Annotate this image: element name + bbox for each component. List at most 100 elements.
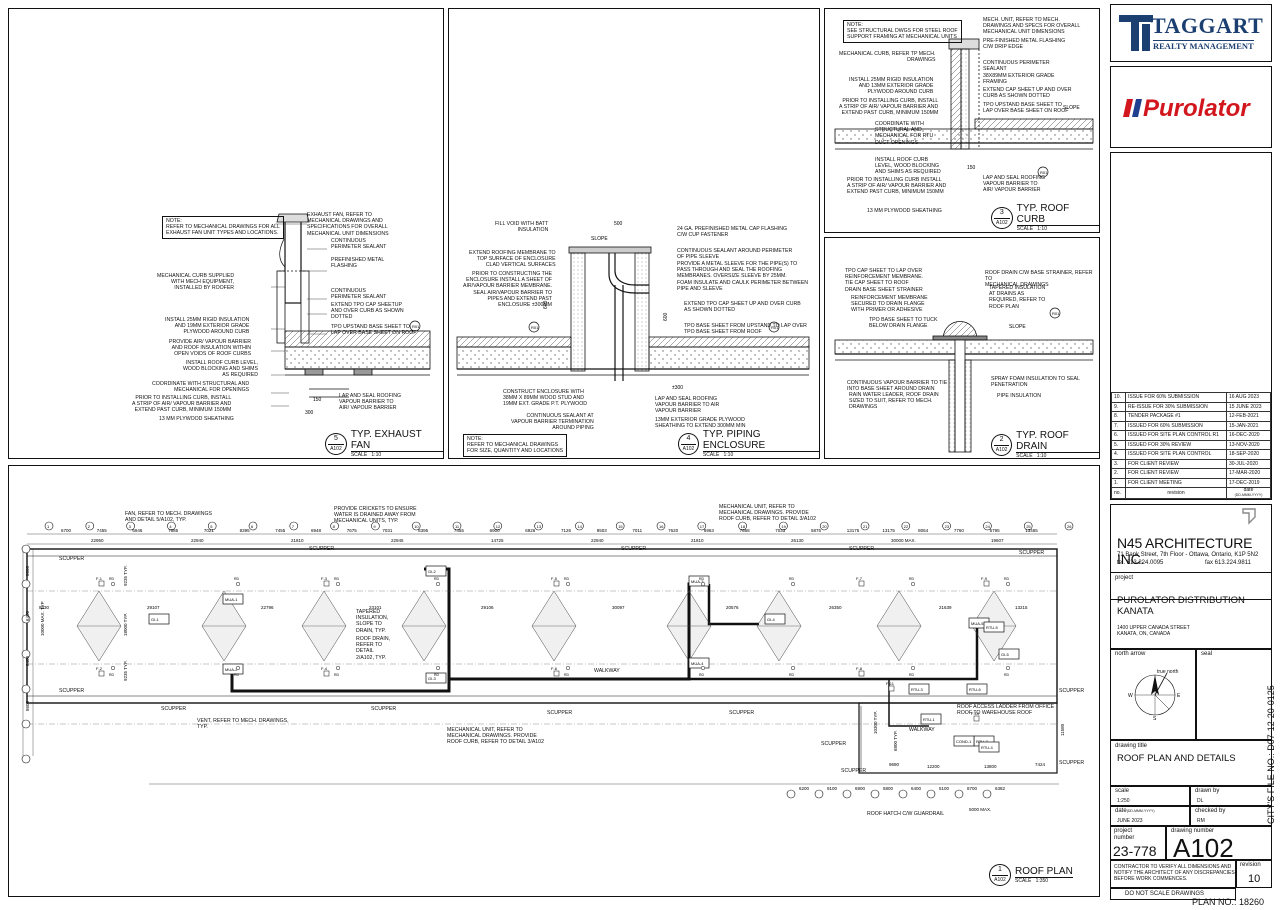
dimension: 23101 (369, 605, 382, 610)
grid-bubble-label: 3 (129, 524, 132, 529)
revision-desc: ISSUED FOR SITE PLAN CONTROL R1 (1125, 430, 1227, 441)
firm-tel: tel. 613.224.0095 (1117, 560, 1164, 566)
roof-drain-label: RD (789, 673, 795, 677)
purolator-mark (1123, 99, 1142, 117)
mech-unit-label: GI-2 (428, 569, 437, 574)
grid-bubble-label: 26 (1067, 524, 1072, 529)
roof-drain-icon (700, 665, 706, 671)
roof-drain-icon (235, 581, 241, 587)
grid-bubble (779, 521, 788, 531)
grid-bubble (21, 544, 31, 554)
dimension: 21810 (291, 538, 304, 543)
grid-bubble-label: 14 (577, 524, 582, 529)
roof-curb-drawing: R01 SLOPE 150 (834, 38, 1094, 178)
grid-bubble (1064, 521, 1074, 531)
fan-icon (553, 670, 560, 677)
firm-address: 71 Bank Street, 7th Floor - Ottawa, Onta… (1117, 552, 1259, 558)
roof-drain-label: RD (909, 577, 915, 581)
dimension: 8700 (967, 786, 978, 791)
revision-no: 7. (1111, 420, 1126, 431)
detail-exhaust-fan: R01 150 300 NOTE: REFER TO MECHANICAL DR… (8, 8, 444, 459)
callout: INSTALL ROOF CURB LEVEL, WOOD BLOCKING A… (183, 360, 258, 379)
revision-date: 13-NOV-2020 (1226, 439, 1271, 450)
revision-desc: FOR CLIENT REVIEW (1125, 458, 1227, 469)
mech-unit (966, 683, 988, 695)
grid-bubble-label: 2 (88, 524, 91, 529)
callout: CONTINUOUS SEALANT AT VAPOUR BARRIER TER… (511, 413, 594, 432)
revision-date: 12-FEB-2021 (1226, 411, 1271, 422)
dimension: 7675 (347, 528, 358, 533)
grid-bubble (738, 521, 747, 531)
fan-icon (323, 670, 330, 677)
callout: MECHANICAL CURB SUPPLIED WITH MECH EQUIP… (157, 273, 235, 292)
mech-unit (148, 613, 170, 625)
grid-bubble (21, 719, 31, 729)
mech-unit-label: RTU-5 (986, 625, 998, 630)
revision-no: 2. (1111, 468, 1126, 479)
revision-no: 5. (1111, 439, 1126, 450)
callout: TPO UPSTAND BASE SHEET TO LAP OVER BASE … (983, 102, 1069, 115)
title-block: TAGGART REALTY MANAGEMENT Purolator 10.I… (1106, 4, 1272, 906)
plan-note-ladder: ROOF ACCESS LADDER FROM OFFICE ROOF TO W… (957, 704, 1055, 717)
svg-text:R01: R01 (412, 324, 420, 329)
dimension: 9235 TYP. (123, 565, 128, 586)
grid-bubble (126, 521, 135, 531)
svg-text:600: 600 (543, 300, 549, 309)
svg-text:300: 300 (305, 410, 314, 416)
grid-bubble (411, 521, 421, 531)
revision-date: 15-JAN-2021 (1226, 420, 1271, 431)
fan-label: F-4 (321, 666, 328, 671)
dimension: 26130 (791, 538, 804, 543)
plan-number: PLAN NO.: 18260 (1192, 897, 1265, 907)
drawing-number: A102 (1173, 833, 1234, 863)
scupper-label: SCUPPER (547, 710, 573, 716)
dimension: 20576 (726, 605, 739, 610)
revision-no: 9. (1111, 401, 1126, 412)
callout: LAP AND SEAL ROOFING VAPOUR BARRIER TO A… (983, 175, 1045, 194)
roof-drain-icon (1005, 581, 1011, 587)
do-not-scale: DO NOT SCALE DRAWINGS (1125, 891, 1205, 897)
revision-no: 10. (1111, 392, 1126, 403)
callout: PRE-FINISHED METAL FLASHING C/W DRIP EDG… (983, 38, 1066, 51)
grid-bubble (786, 789, 796, 799)
fan-icon (858, 580, 865, 587)
plan-note-roof-drain: ROOF DRAIN, REFER TO DETAIL 2/A102, TYP. (356, 636, 391, 661)
grid-bubble (901, 521, 911, 531)
grid-bubble-label: 25 (1026, 524, 1031, 529)
detail-title: TYP. ROOF CURB (1016, 203, 1099, 226)
plan-note-vent: VENT, REFER TO MECH. DRAWINGS, TYP. (197, 718, 289, 731)
grid-bubble-label: 17 (700, 524, 705, 529)
dimension: 6900 (855, 786, 866, 791)
grid-bubble-label: 9 (373, 524, 376, 529)
grid-bubble (21, 579, 31, 589)
callout: PIPE INSULATION (997, 393, 1042, 399)
callout: TPO BASE SHEET FROM UPSTAND TO LAP OVER … (684, 323, 807, 336)
grid-bubble-label: 7 (292, 524, 295, 529)
dimension: 9690 (889, 762, 900, 767)
fan-icon (858, 670, 865, 677)
dimension: 22950 (91, 538, 104, 543)
roof-drain-drawing: R01 SLOPE (834, 307, 1094, 453)
dimension: 29107 (147, 605, 160, 610)
callout: EXTEND TPO CAP SHEET UP AND OVER CURB AS… (684, 301, 801, 314)
callout: TPO UPSTAND BASE SHEET TO LAP OVER BASE … (331, 324, 417, 337)
grid-bubble (697, 521, 707, 531)
dimension: 8395 (240, 528, 251, 533)
grid-bubble-label: 24 (985, 524, 990, 529)
roof-drain-icon (1005, 665, 1011, 671)
revision-no: 8. (1111, 411, 1126, 422)
roof-drain-label: RD (109, 673, 115, 677)
mech-unit (953, 735, 975, 747)
svg-text:R01: R01 (531, 325, 539, 330)
roof-drain-icon (565, 581, 571, 587)
scale-box: scale 1:250 (1110, 786, 1190, 806)
mech-unit (222, 593, 244, 605)
revision-desc: ISSUED FOR 60% SUBMISSION (1125, 420, 1227, 431)
revision-desc: RE-ISSUE FOR 30% SUBMISSION (1125, 401, 1227, 412)
scupper-label: SCUPPER (1019, 550, 1045, 556)
grid-bubble-label: 4 (169, 524, 172, 529)
